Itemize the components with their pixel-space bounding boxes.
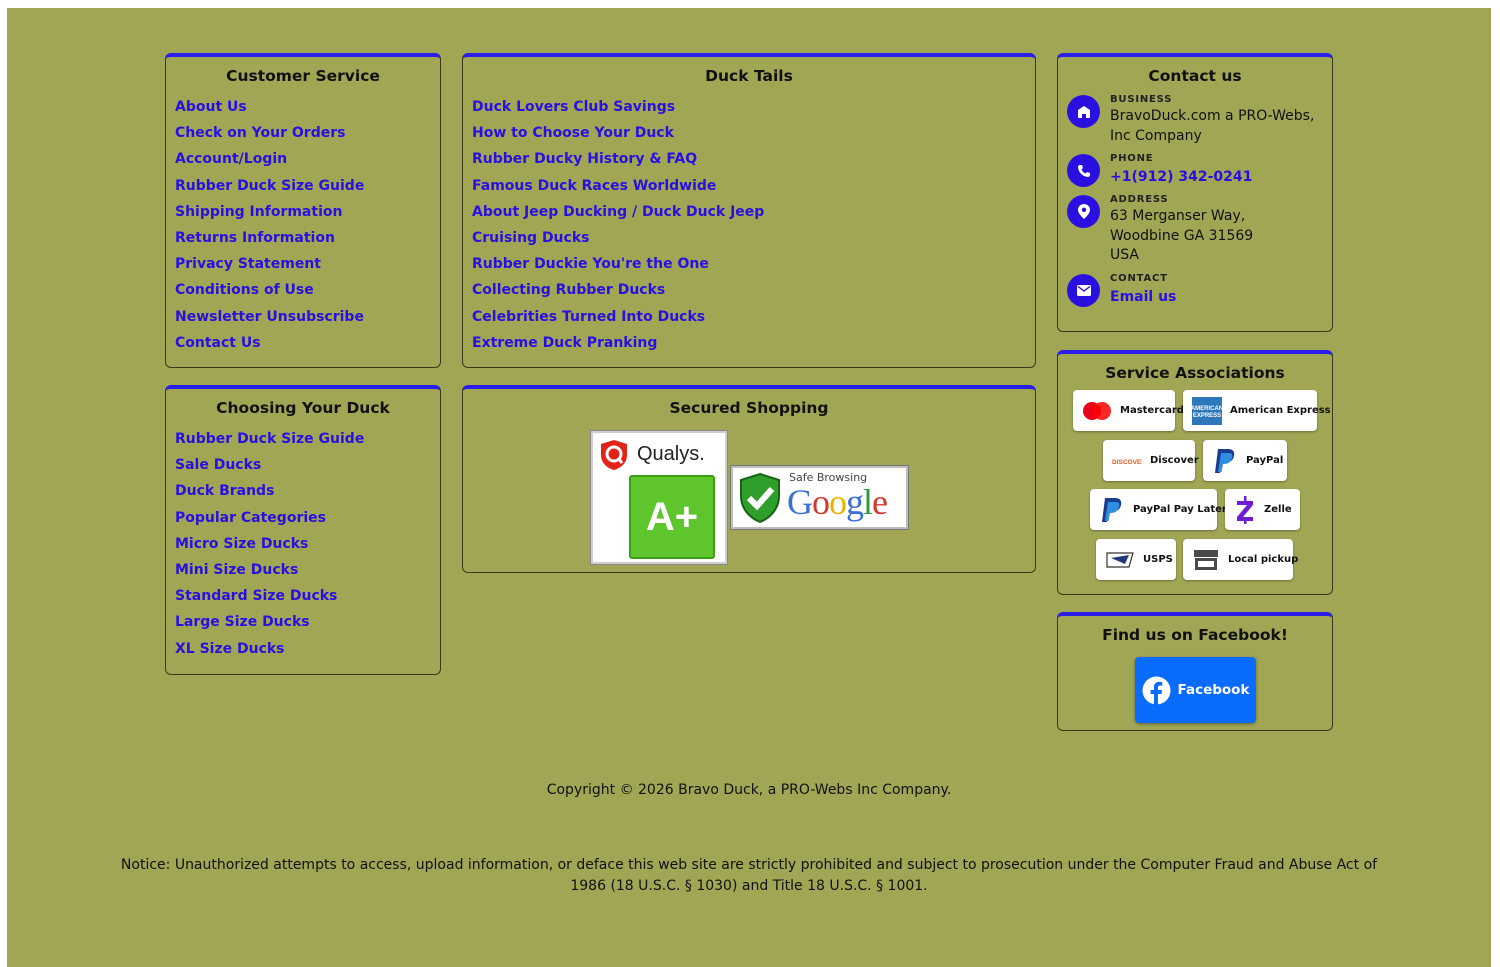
phone-icon [1067, 154, 1100, 187]
link-newsletter-unsubscribe[interactable]: Newsletter Unsubscribe [175, 308, 364, 325]
contact-phone: PHONE +1(912) 342-0241 [1067, 152, 1332, 187]
link-choose-duck[interactable]: How to Choose Your Duck [472, 125, 674, 142]
usps-badge: USPS [1096, 539, 1176, 580]
secured-shopping-panel: Secured Shopping Qualys. A+ [462, 385, 1036, 573]
zelle-icon [1234, 495, 1256, 525]
paypal-icon [1212, 447, 1238, 475]
link-duck-history[interactable]: Rubber Ducky History & FAQ [472, 151, 698, 168]
link-check-orders[interactable]: Check on Your Orders [175, 125, 346, 142]
svg-text:AMERICAN: AMERICAN [1192, 406, 1222, 412]
discover-icon: DISCOVER [1112, 456, 1142, 466]
local-pickup-badge: Local pickup [1183, 539, 1298, 580]
link-duck-lovers-club[interactable]: Duck Lovers Club Savings [472, 99, 676, 115]
customer-service-title: Customer Service [226, 67, 380, 85]
link-cruising-ducks[interactable]: Cruising Ducks [472, 229, 590, 246]
paypal-pay-later-icon [1099, 496, 1125, 524]
link-duck-pranking[interactable]: Extreme Duck Pranking [472, 334, 658, 351]
link-returns-info[interactable]: Returns Information [175, 229, 335, 246]
safe-browsing-text: Safe Browsing [789, 471, 868, 484]
google-safe-browsing-badge[interactable]: Safe Browsing Google [731, 466, 908, 529]
shield-check-icon [737, 472, 783, 528]
link-duckie-one[interactable]: Rubber Duckie You're the One [472, 256, 709, 273]
link-contact-us[interactable]: Contact Us [175, 334, 261, 351]
copyright: Copyright © 2026 Bravo Duck, a PRO-Webs … [546, 782, 952, 798]
duck-tails-links: Duck Lovers Club Savings How to Choose Y… [463, 93, 1035, 355]
qualys-badge[interactable]: Qualys. A+ [591, 431, 727, 564]
mastercard-icon [1082, 401, 1112, 421]
contact-tag: CONTACT [1110, 272, 1168, 284]
usps-icon [1105, 550, 1135, 570]
link-celebrity-ducks[interactable]: Celebrities Turned Into Ducks [472, 308, 706, 325]
service-associations-title: Service Associations [1105, 364, 1285, 382]
legal-notice-line1: Notice: Unauthorized attempts to access,… [120, 857, 1378, 873]
facebook-panel: Find us on Facebook! Facebook [1057, 612, 1333, 731]
link-popular-categories[interactable]: Popular Categories [175, 509, 326, 526]
duck-tails-panel: Duck Tails Duck Lovers Club Savings How … [462, 53, 1036, 368]
contact-panel: Contact us BUSINESS BravoDuck.com a PRO-… [1057, 53, 1333, 332]
link-size-guide[interactable]: Rubber Duck Size Guide [175, 177, 365, 194]
duck-tails-title: Duck Tails [705, 67, 793, 85]
building-icon [1067, 95, 1100, 128]
address-tag: ADDRESS [1110, 194, 1169, 205]
business-value: BravoDuck.com a PRO-Webs, Inc Company [1110, 108, 1315, 144]
facebook-button-label: Facebook [1177, 682, 1250, 698]
customer-service-panel: Customer Service About Us Check on Your … [165, 53, 441, 368]
svg-text:DISCOVER: DISCOVER [1112, 459, 1142, 466]
legal-notice-line2: 1986 (18 U.S.C. § 1030) and Title 18 U.S… [570, 878, 928, 894]
phone-tag: PHONE [1110, 153, 1154, 164]
google-text: Google [787, 482, 888, 522]
contact-email: CONTACT Email us [1067, 272, 1332, 307]
paypal-badge: PayPal [1203, 440, 1287, 481]
contact-title: Contact us [1148, 67, 1242, 85]
contact-address: ADDRESS 63 Merganser Way, Woodbine GA 31… [1067, 193, 1332, 266]
link-xl-ducks[interactable]: XL Size Ducks [175, 640, 285, 657]
discover-badge: DISCOVER Discover [1103, 440, 1199, 481]
contact-business: BUSINESS BravoDuck.com a PRO-Webs, Inc C… [1067, 93, 1332, 146]
choosing-duck-links: Rubber Duck Size Guide Sale Ducks Duck B… [166, 425, 440, 661]
qualys-label: Qualys. [637, 443, 705, 465]
map-pin-icon [1067, 195, 1100, 228]
mastercard-badge: Mastercard [1073, 390, 1184, 431]
link-sale-ducks[interactable]: Sale Ducks [175, 457, 262, 474]
link-about-us[interactable]: About Us [175, 99, 247, 115]
qualys-shield-icon [599, 439, 629, 471]
qualys-grade: A+ [629, 475, 715, 559]
customer-service-links: About Us Check on Your Orders Account/Lo… [166, 93, 440, 355]
link-mini-ducks[interactable]: Mini Size Ducks [175, 561, 299, 578]
link-duck-brands[interactable]: Duck Brands [175, 483, 275, 500]
facebook-title: Find us on Facebook! [1102, 626, 1288, 644]
business-tag: BUSINESS [1110, 94, 1173, 105]
link-standard-ducks[interactable]: Standard Size Ducks [175, 588, 338, 605]
service-associations-panel: Service Associations Mastercard AMERICAN… [1057, 350, 1333, 595]
address-line3: USA [1110, 247, 1139, 263]
paypal-pay-later-badge: PayPal Pay Later [1090, 489, 1227, 530]
link-privacy[interactable]: Privacy Statement [175, 256, 321, 273]
link-shipping-info[interactable]: Shipping Information [175, 203, 343, 220]
svg-text:EXPRESS: EXPRESS [1193, 413, 1221, 419]
address-line1: 63 Merganser Way, [1110, 208, 1246, 224]
link-micro-ducks[interactable]: Micro Size Ducks [175, 535, 309, 552]
link-large-ducks[interactable]: Large Size Ducks [175, 614, 310, 631]
envelope-icon [1067, 273, 1100, 307]
phone-link[interactable]: +1(912) 342-0241 [1110, 169, 1253, 185]
link-conditions[interactable]: Conditions of Use [175, 282, 314, 299]
email-link[interactable]: Email us [1110, 288, 1177, 305]
address-line2: Woodbine GA 31569 [1110, 227, 1254, 244]
facebook-button[interactable]: Facebook [1135, 657, 1256, 723]
link-account-login[interactable]: Account/Login [175, 151, 288, 168]
zelle-badge: Zelle [1225, 489, 1300, 530]
link-duck-races[interactable]: Famous Duck Races Worldwide [472, 177, 717, 194]
link-collecting-ducks[interactable]: Collecting Rubber Ducks [472, 282, 666, 299]
link-jeep-ducking[interactable]: About Jeep Ducking / Duck Duck Jeep [472, 203, 765, 220]
footer-region: Customer Service About Us Check on Your … [7, 8, 1491, 967]
facebook-icon [1142, 676, 1171, 705]
secured-shopping-title: Secured Shopping [669, 399, 829, 417]
choosing-duck-panel: Choosing Your Duck Rubber Duck Size Guid… [165, 385, 441, 675]
store-icon [1192, 548, 1220, 572]
link-size-guide-2[interactable]: Rubber Duck Size Guide [175, 431, 365, 447]
choosing-duck-title: Choosing Your Duck [216, 399, 390, 417]
